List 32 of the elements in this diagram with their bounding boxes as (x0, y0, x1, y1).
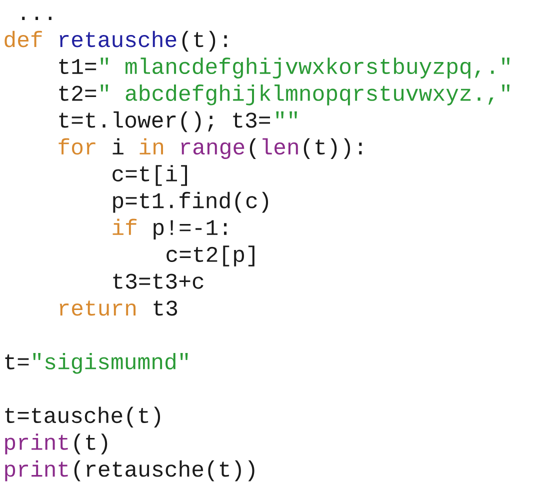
code-text: c=t[i] (112, 165, 187, 186)
code-text: p!=-1: (154, 220, 227, 240)
code-text: (t): (182, 30, 227, 52)
code-text: i (112, 138, 124, 154)
code-text: (t) (74, 434, 108, 454)
string-literal: " abcdefghijklmnopqrstuvwxyz.," (100, 84, 510, 106)
builtin-name: len (262, 138, 298, 155)
builtin-name: print (5, 460, 68, 482)
code-keyword: if (112, 218, 137, 235)
code-text: c=t2[p] (166, 246, 254, 266)
code-text: t=t.lower(); t3= (59, 111, 270, 132)
code-text: t3=t3+c (113, 274, 204, 289)
builtin-name: range (181, 142, 244, 159)
string-literal: " mlancdefghijvwxkorstbuyzpq,." (100, 58, 510, 78)
code-text: (retausche(t)) (74, 460, 254, 482)
string-literal: "" (276, 111, 297, 118)
code-text: t3 (154, 300, 178, 316)
string-literal: "sigismumnd" (33, 353, 188, 374)
code-keyword: for (58, 138, 96, 155)
function-name: retausche (60, 30, 176, 48)
code-text: ... (22, 16, 52, 20)
code-text: t= (5, 354, 29, 370)
builtin-name: print (5, 434, 68, 454)
code-text: p=t1.find(c) (113, 192, 268, 213)
code-keyword: return (60, 300, 136, 316)
code-text: t2= (59, 86, 96, 101)
code-text: t=tausche(t) (5, 406, 160, 428)
code-text: (t)): (304, 138, 362, 160)
code-text: t1= (59, 59, 96, 74)
code-keyword: def (4, 30, 42, 48)
code-text: ( (250, 138, 256, 160)
code-keyword: in (140, 138, 163, 154)
